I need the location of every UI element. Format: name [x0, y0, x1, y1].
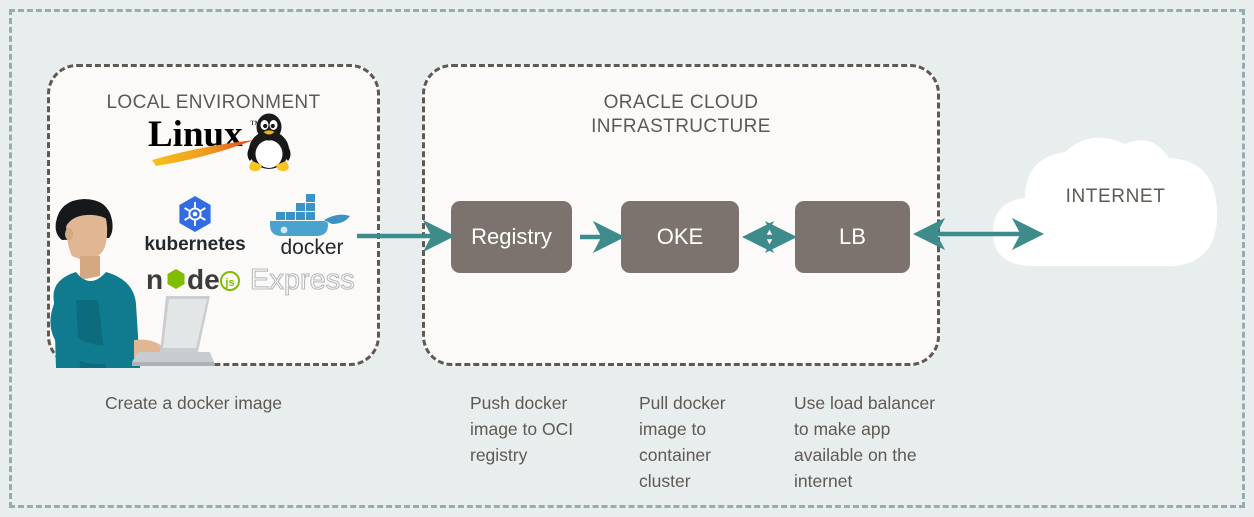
caption-pull-docker-image: Pull docker image to container cluster [639, 393, 726, 491]
node-registry-label: Registry [471, 224, 552, 249]
svg-text:™: ™ [250, 119, 261, 131]
caption-create-docker-image: Create a docker image [105, 393, 283, 413]
node-oke[interactable]: OKE [621, 201, 739, 273]
node-load-balancer-label: LB [839, 224, 866, 249]
internet-cloud: INTERNET [975, 118, 1230, 278]
node-load-balancer[interactable]: LB [795, 201, 910, 273]
svg-text:kubernetes: kubernetes [144, 234, 245, 255]
svg-text:de: de [187, 264, 220, 295]
developer-at-laptop-illustration [14, 196, 214, 376]
svg-text:Express: Express [250, 264, 355, 296]
node-oke-label: OKE [656, 224, 704, 249]
svg-text:js: js [224, 277, 234, 289]
panel-local-environment-title: LOCAL ENVIRONMENT [106, 92, 321, 113]
caption-use-load-balancer: Use load balancer to make app available … [794, 393, 936, 491]
svg-text:Linux: Linux [148, 114, 243, 155]
linux-logo: Linux ™ [146, 110, 296, 172]
outer-dashed-frame [9, 9, 1245, 508]
docker-logo: docker [258, 190, 366, 259]
svg-text:n: n [146, 264, 163, 295]
express-logo: Express [249, 262, 366, 296]
node-registry[interactable]: Registry [451, 201, 572, 273]
kubernetes-logo: kubernetes [140, 195, 250, 257]
panel-oracle-cloud-infrastructure-title: ORACLE CLOUD INFRASTRUCTURE [591, 92, 771, 137]
svg-text:docker: docker [280, 236, 343, 258]
nodejs-logo: n de js [146, 262, 242, 296]
internet-cloud-label: INTERNET [1065, 186, 1166, 207]
caption-push-docker-image: Push docker image to OCI registry [470, 393, 574, 465]
